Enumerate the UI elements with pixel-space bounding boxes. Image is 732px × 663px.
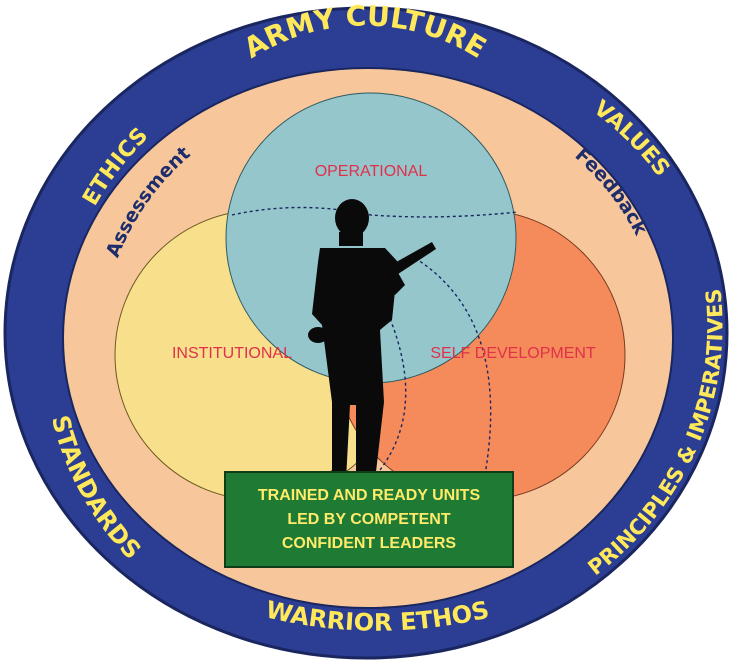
center-box-line-3: CONFIDENT LEADERS: [281, 534, 457, 552]
center-outcome-box: TRAINED AND READY UNITS LED BY COMPETENT…: [224, 471, 514, 568]
center-box-line-1: TRAINED AND READY UNITS: [257, 486, 481, 504]
overlap-dotted-line: [409, 254, 492, 501]
institutional-label: INSTITUTIONAL: [172, 345, 292, 362]
overlap-dotted-line: [231, 206, 519, 218]
center-box-line-2: LED BY COMPETENT: [287, 510, 451, 528]
self-development-label: SELF DEVELOPMENT: [430, 345, 596, 362]
operational-label: OPERATIONAL: [315, 163, 428, 180]
soldier-silhouette: [308, 199, 436, 484]
